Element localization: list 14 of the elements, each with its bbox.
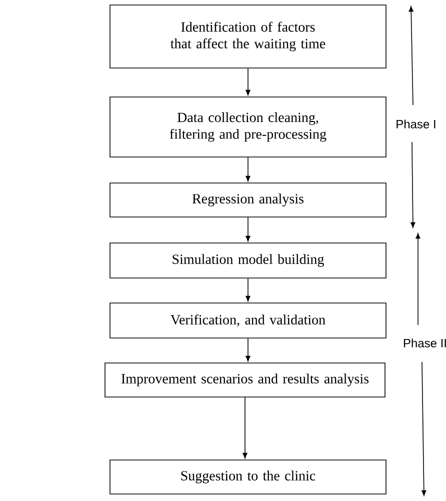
process-box: Identification of factors that affect the waiting time: [110, 4, 386, 68]
arrow: [246, 278, 250, 302]
arrow: [246, 338, 250, 362]
process-box: Simulation model building: [110, 242, 386, 278]
arrow: [242, 397, 248, 458]
arrow: [246, 217, 250, 242]
arrow: [246, 157, 250, 182]
process-box: Data collection cleaning, filtering and pre-processing: [110, 96, 386, 158]
process-box: Verification, and validation: [110, 302, 386, 338]
process-box: Suggestion to the clinic: [110, 460, 386, 494]
process-box: Regression analysis: [110, 182, 386, 218]
phase-label: Phase II: [404, 338, 446, 348]
process-box: Improvement scenarios and results analysis: [104, 362, 386, 398]
arrow: [246, 68, 250, 96]
